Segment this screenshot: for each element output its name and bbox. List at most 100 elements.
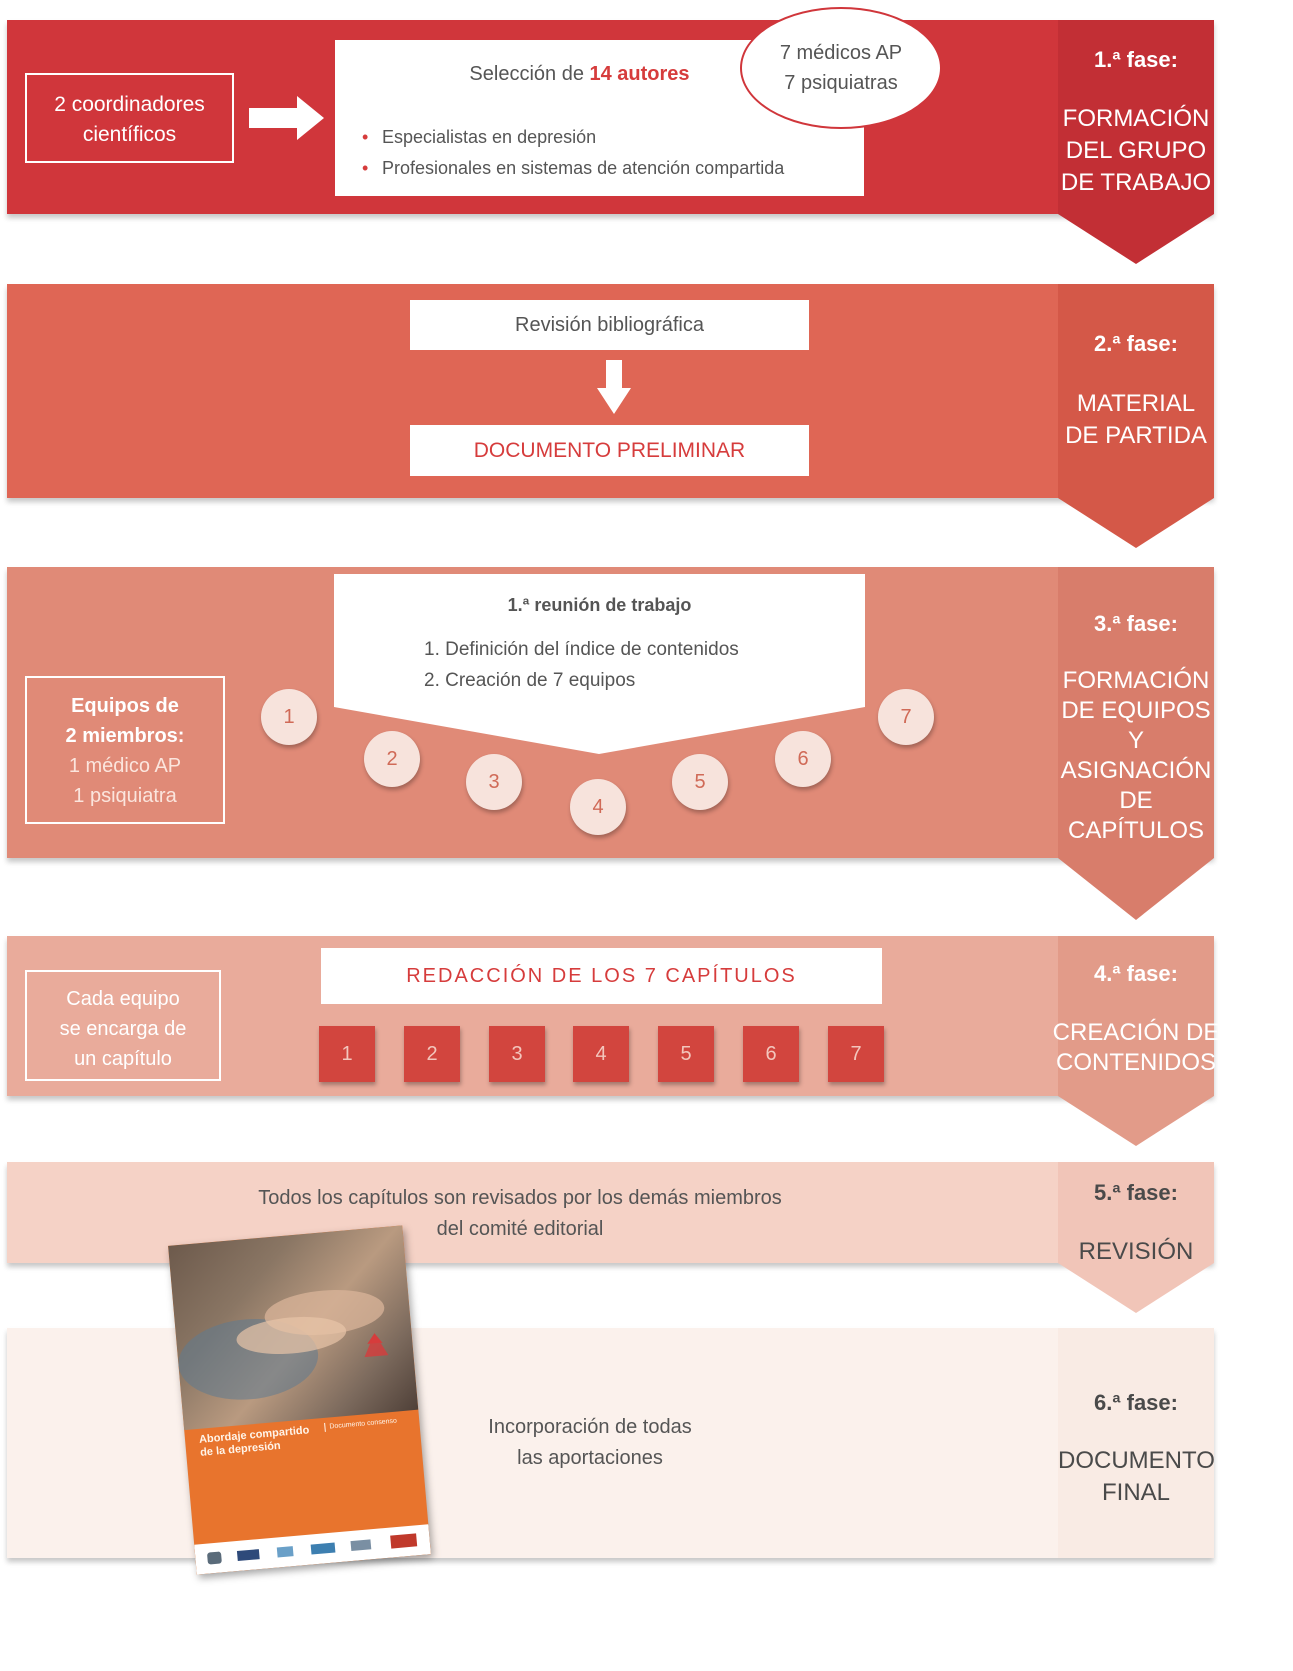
chapter-box: 7 — [828, 1026, 884, 1082]
phase-name-line: FORMACIÓN — [1062, 667, 1210, 694]
book-logos-strip — [194, 1524, 431, 1575]
phase5-name: REVISIÓN — [1058, 1236, 1214, 1268]
review-text-line: del comité editorial — [436, 1218, 604, 1240]
phase5-chevron — [1058, 1263, 1214, 1313]
incorporation-line: Incorporación de todas — [488, 1416, 692, 1438]
bubble-line-2: 7 psiquiatras — [784, 72, 898, 94]
team-circle: 6 — [775, 731, 831, 787]
authors-heading: Selección de 14 autores — [335, 63, 864, 86]
chapter-box: 1 — [319, 1026, 375, 1082]
phase-name-line: DEL GRUPO — [1065, 137, 1207, 164]
review-text-line: Todos los capítulos son revisados por lo… — [258, 1187, 782, 1209]
logo-mark — [390, 1533, 418, 1549]
phase-name-line: DE EQUIPOS — [1061, 697, 1211, 724]
phase3-title: 3.ª fase: — [1094, 611, 1178, 636]
logo-mark — [276, 1546, 294, 1558]
arrow-down-icon — [597, 360, 631, 414]
bubble-line-1: 7 médicos AP — [779, 42, 903, 64]
selection-highlight: 14 autores — [589, 63, 690, 85]
phase5-column — [1058, 1162, 1214, 1263]
chapter-box: 6 — [743, 1026, 799, 1082]
phase3-name: FORMACIÓN DE EQUIPOS Y ASIGNACIÓN DE CAP… — [1048, 666, 1224, 846]
meeting-box-shape — [334, 574, 865, 754]
hands-image — [178, 1289, 389, 1400]
phase2-column — [1058, 284, 1214, 498]
coordinators-box: 2 coordinadores científicos — [25, 73, 234, 163]
phase2-title: 2.ª fase: — [1094, 331, 1178, 356]
chapter-box: 3 — [489, 1026, 545, 1082]
phase-name-line: ASIGNACIÓN — [1060, 757, 1212, 784]
phase1-name: FORMACIÓN DEL GRUPO DE TRABAJO — [1058, 103, 1214, 199]
phase-name-line: REVISIÓN — [1078, 1238, 1194, 1265]
phase3-column — [1058, 567, 1214, 858]
bullet-item: Profesionales en sistemas de atención co… — [360, 153, 784, 184]
phase4-title: 4.ª fase: — [1094, 961, 1178, 986]
selection-prefix: Selección de — [469, 63, 590, 85]
review-label: Revisión bibliográfica — [515, 314, 704, 336]
phase-name-line: MATERIAL — [1076, 390, 1196, 417]
review-box: Revisión bibliográfica — [410, 300, 809, 350]
each-team-line: se encarga de — [59, 1018, 187, 1040]
phase6-name: DOCUMENTO FINAL — [1058, 1445, 1215, 1509]
review-text: Todos los capítulos son revisados por lo… — [200, 1183, 840, 1245]
phase-name-line: Y — [1127, 727, 1144, 754]
team-circle: 3 — [466, 754, 522, 810]
book-photo — [168, 1225, 419, 1431]
team-circle: 5 — [672, 754, 728, 810]
chapter-box: 4 — [573, 1026, 629, 1082]
writing-label: REDACCIÓN DE LOS 7 CAPÍTULOS — [406, 965, 797, 987]
phase-name-line: DOCUMENTO — [1058, 1447, 1215, 1474]
each-team-box: Cada equipo se encarga de un capítulo — [25, 970, 221, 1081]
team-circle: 1 — [261, 689, 317, 745]
chapter-box: 5 — [658, 1026, 714, 1082]
logo-mark — [206, 1551, 222, 1565]
preliminary-document-label: DOCUMENTO PRELIMINAR — [473, 439, 746, 462]
phase3-chevron — [1058, 858, 1214, 920]
logo-mark — [310, 1542, 336, 1555]
each-team-line: un capítulo — [74, 1048, 172, 1070]
teams-box: Equipos de 2 miembros: 1 médico AP 1 psi… — [25, 676, 225, 824]
meeting-title: 1.ª reunión de trabajo — [507, 595, 692, 615]
phase-name-line: FORMACIÓN — [1062, 105, 1210, 132]
phase2-chevron — [1058, 498, 1214, 548]
book-tag: Documento consenso — [324, 1415, 410, 1432]
phase6-column — [1058, 1328, 1214, 1558]
meeting-items: 1. Definición del índice de contenidos 2… — [424, 634, 739, 696]
phase-name-line: FINAL — [1101, 1479, 1170, 1506]
bullet-item: Especialistas en depresión — [360, 122, 784, 153]
doctors-bubble: 7 médicos AP 7 psiquiatras — [740, 7, 942, 129]
phase-name-line: CREACIÓN DE — [1052, 1019, 1220, 1046]
phase-name-line: DE CAPÍTULOS — [1067, 787, 1205, 844]
teams-bold-2: 2 miembros: — [65, 725, 185, 747]
phase6-title: 6.ª fase: — [1094, 1390, 1178, 1415]
team-circle: 2 — [364, 731, 420, 787]
team-circle: 7 — [878, 689, 934, 745]
preliminary-document-box: DOCUMENTO PRELIMINAR — [410, 425, 809, 476]
meeting-item: 2. Creación de 7 equipos — [424, 670, 636, 691]
phase1-title: 1.ª fase: — [1094, 47, 1178, 72]
teams-bold-1: Equipos de — [71, 695, 179, 717]
each-team-line: Cada equipo — [66, 988, 180, 1010]
authors-bullets: Especialistas en depresión Profesionales… — [360, 122, 784, 184]
book-title: Abordaje compartido de la depresión — [199, 1423, 321, 1459]
incorporation-line: las aportaciones — [517, 1447, 663, 1469]
logo-mark — [236, 1549, 260, 1561]
phase5-title: 5.ª fase: — [1094, 1180, 1178, 1205]
chapter-box: 2 — [404, 1026, 460, 1082]
phase-name-line: DE PARTIDA — [1065, 422, 1207, 449]
logo-mark — [350, 1539, 372, 1552]
phase-name-line: CONTENIDOS — [1055, 1049, 1216, 1076]
meeting-item: 1. Definición del índice de contenidos — [424, 639, 739, 660]
phase4-chevron — [1058, 1096, 1214, 1146]
team-circle: 4 — [570, 779, 626, 835]
phase4-column — [1058, 936, 1214, 1096]
teams-line-3: 1 médico AP — [68, 755, 182, 777]
phase1-chevron — [1058, 214, 1214, 264]
incorporation-text: Incorporación de todas las aportaciones — [450, 1412, 730, 1474]
phase2-name: MATERIAL DE PARTIDA — [1058, 388, 1214, 452]
phase-name-line: DE TRABAJO — [1060, 169, 1212, 196]
teams-line-4: 1 psiquiatra — [73, 785, 177, 807]
phase4-name: CREACIÓN DE CONTENIDOS — [1048, 1018, 1224, 1078]
book-cover: Abordaje compartido de la depresión Docu… — [168, 1225, 431, 1575]
writing-box: REDACCIÓN DE LOS 7 CAPÍTULOS — [321, 948, 882, 1004]
